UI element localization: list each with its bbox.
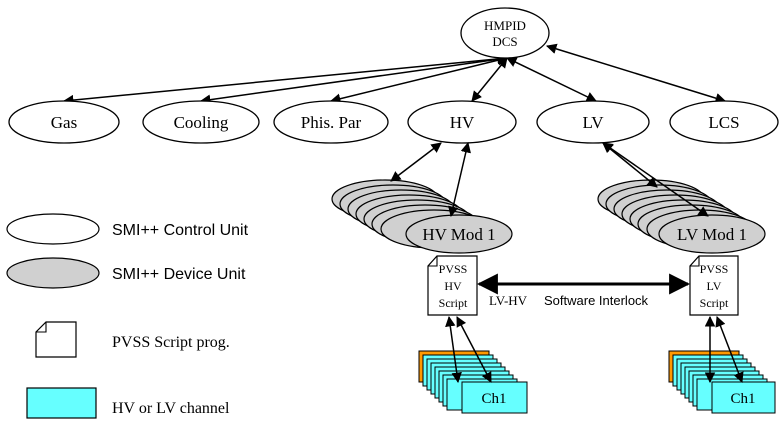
node-cooling: Cooling: [142, 100, 260, 144]
node-gas: Gas: [8, 100, 120, 144]
legend-script: PVSS Script prog.: [35, 321, 230, 358]
legend: SMI++ Control Unit SMI++ Device Unit PVS…: [6, 213, 249, 419]
arrow-hvscript-channel-b: [456, 316, 492, 383]
hv-device-stack: [331, 179, 513, 254]
node-label-lv: LV: [582, 113, 604, 132]
hv-script-line3: Script: [439, 296, 468, 310]
channel-connections: [445, 315, 744, 384]
hv-channel-label: Ch1: [481, 391, 506, 407]
arrow-hvscript-channel-a: [445, 315, 462, 384]
lv-channel-stack: [668, 350, 776, 414]
node-hv: HV: [407, 100, 517, 144]
legend-control-unit-label: SMI++ Control Unit: [112, 222, 249, 239]
lv-channel-label: Ch1: [730, 391, 755, 407]
legend-channel-label: HV or LV channel: [112, 400, 230, 417]
node-label-lcs: LCS: [708, 113, 739, 132]
node-label-hv: HV: [450, 113, 475, 132]
arrow-root-cooling: [199, 54, 509, 105]
arrow-lvscript-channel-b: [715, 316, 744, 383]
interlock-label-right: Software Interlock: [544, 293, 649, 308]
root-label-line2: DCS: [492, 34, 517, 49]
arrow-root-lv: [506, 57, 597, 102]
root-node: HMPID DCS: [460, 7, 550, 59]
hv-channel-stack: [418, 350, 528, 414]
arrow-root-lcs: [545, 43, 727, 104]
arrow-root-hv: [471, 57, 508, 102]
hv-script-doc: PVSS HV Script: [427, 255, 478, 316]
legend-script-label: PVSS Script prog.: [112, 334, 230, 351]
root-connections: [62, 43, 727, 106]
device-connections: [390, 141, 709, 218]
arrow-hv-to-stack-b: [448, 141, 471, 218]
node-lv: LV: [536, 100, 650, 144]
legend-device-unit: SMI++ Device Unit: [6, 257, 246, 289]
lv-script-line1: PVSS: [700, 262, 729, 276]
arrow-root-gas: [62, 53, 509, 106]
arrow-lv-to-stack-b: [602, 142, 709, 217]
interlock-label-left: LV-HV: [489, 293, 528, 308]
lv-script-doc: PVSS LV Script: [689, 255, 739, 316]
root-label-line1: HMPID: [484, 18, 526, 33]
lv-module-label: LV Mod 1: [677, 225, 747, 244]
arrow-hv-to-stack-a: [390, 142, 442, 182]
script-doc-icon: [35, 321, 77, 358]
hv-module-label: HV Mod 1: [422, 225, 495, 244]
node-lcs: LCS: [669, 100, 779, 144]
legend-channel: HV or LV channel: [26, 387, 230, 419]
legend-device-unit-label: SMI++ Device Unit: [112, 266, 246, 283]
hv-script-line1: PVSS: [439, 262, 468, 276]
legend-control-unit: SMI++ Control Unit: [6, 213, 249, 245]
arrow-lv-to-stack-a: [602, 142, 658, 188]
node-phispar: Phis. Par: [273, 100, 389, 144]
node-label-cooling: Cooling: [174, 113, 229, 132]
lv-script-line2: LV: [707, 279, 722, 293]
node-label-gas: Gas: [51, 113, 77, 132]
hv-script-line2: HV: [444, 279, 462, 293]
node-label-phispar: Phis. Par: [301, 113, 362, 132]
lv-script-line3: Script: [700, 296, 729, 310]
